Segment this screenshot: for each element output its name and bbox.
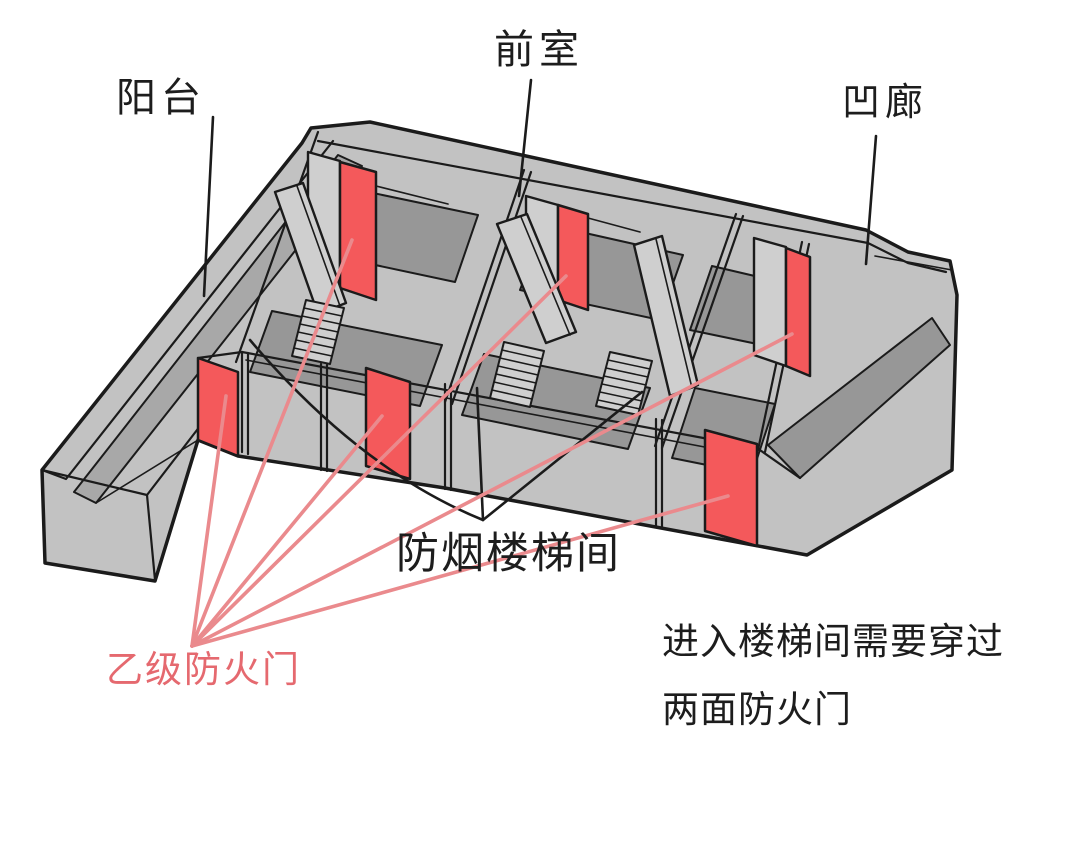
fire-door-leader-lines xyxy=(190,238,794,648)
fire-door-4 xyxy=(556,203,590,312)
fire-doors xyxy=(196,160,812,548)
fire-door-class-b-label: 乙级防火门 xyxy=(106,648,301,691)
stairwell-blade-walls xyxy=(273,181,700,398)
balcony-floor xyxy=(73,154,363,504)
stairs-3 xyxy=(595,351,653,416)
note-text: 进入楼梯间需要穿过 两面防火门 xyxy=(662,608,1004,744)
front-room-leader-line xyxy=(517,78,533,198)
building-silhouette xyxy=(40,120,959,583)
recessed-corridor xyxy=(755,255,953,480)
fire-door-1 xyxy=(338,160,378,302)
front-room-label: 前室 xyxy=(494,27,584,73)
fire-door-2 xyxy=(196,356,240,458)
front-wall xyxy=(196,350,759,530)
corridor-leader-line xyxy=(864,134,878,266)
fire-door-5 xyxy=(784,246,812,378)
note-line-2: 两面防火门 xyxy=(662,688,852,731)
balcony-wing xyxy=(40,139,363,582)
fire-door-6 xyxy=(703,428,759,548)
balcony-label: 阳台 xyxy=(116,75,206,121)
recessed-corridor-label: 凹廊 xyxy=(842,80,929,124)
smoke-proof-stairwell-label: 防烟楼梯间 xyxy=(396,529,621,579)
note-line-1: 进入楼梯间需要穿过 xyxy=(662,620,1004,663)
stairwell-leader-lines xyxy=(248,338,644,522)
fire-door-3 xyxy=(364,366,412,481)
corridor-floor xyxy=(767,317,951,479)
back-wall-top-edge xyxy=(316,139,948,274)
stairs-2 xyxy=(489,341,545,408)
balcony-leader-line xyxy=(202,115,215,298)
